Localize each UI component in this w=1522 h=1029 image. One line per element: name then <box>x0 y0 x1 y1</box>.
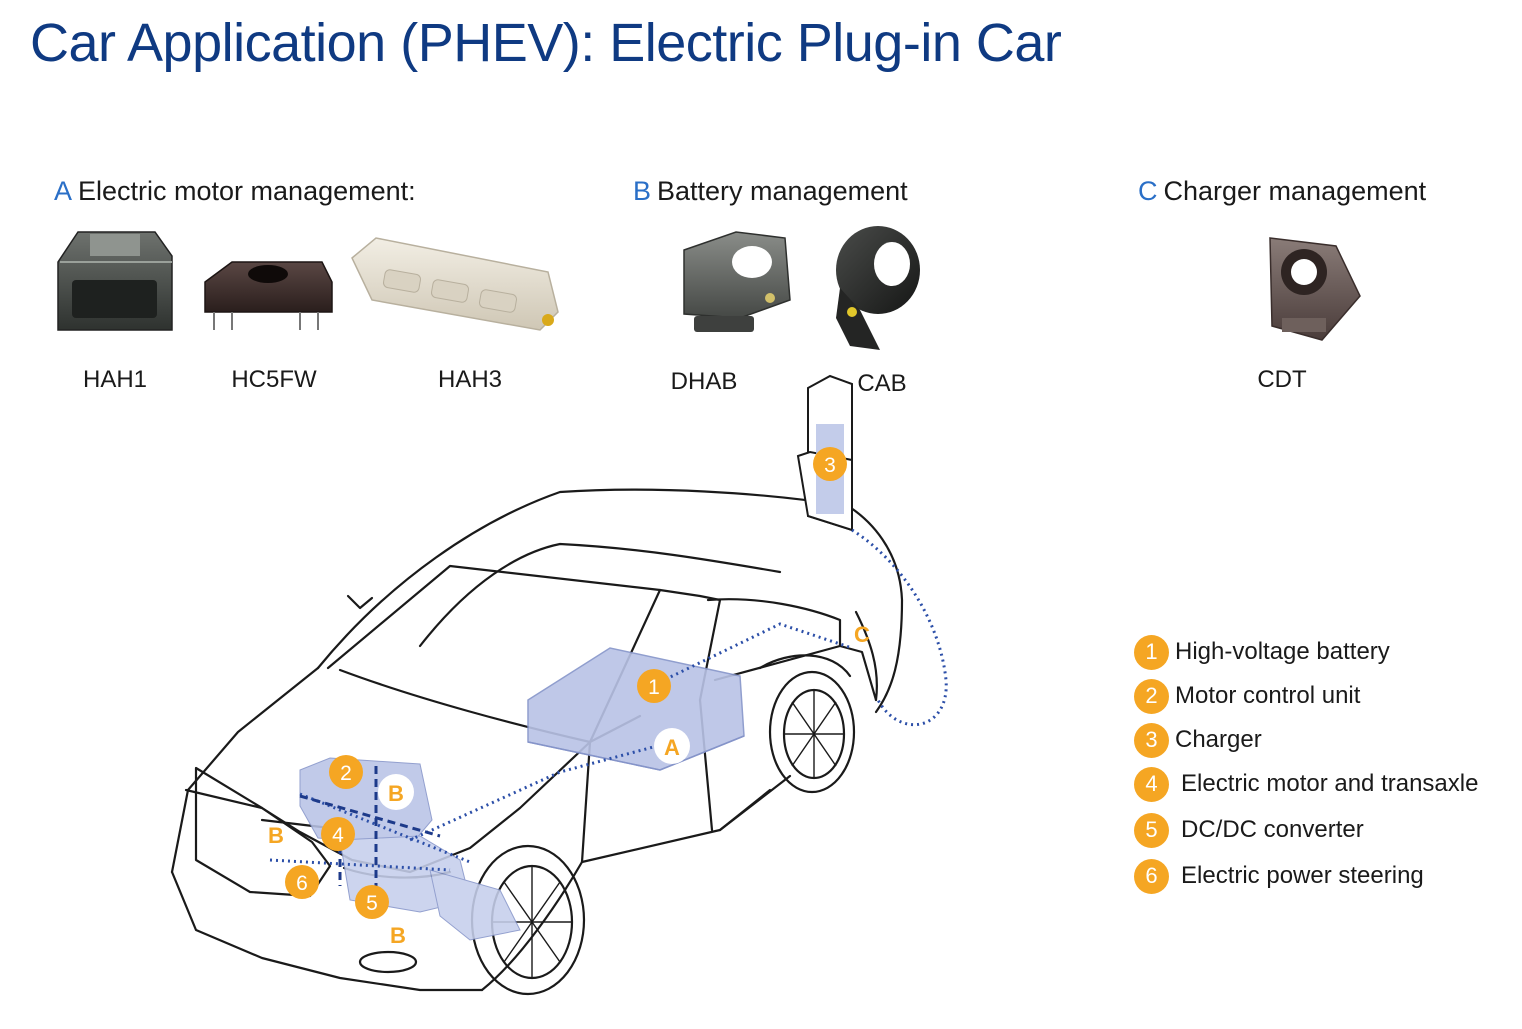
section-label: Battery management <box>657 176 908 206</box>
svg-text:5: 5 <box>366 892 378 915</box>
legend-number-badge: 1 <box>1134 634 1169 670</box>
section-letter: B <box>633 176 652 206</box>
legend-number-badge: 2 <box>1134 678 1169 714</box>
svg-text:2: 2 <box>340 762 352 785</box>
page-title: Car Application (PHEV): Electric Plug-in… <box>30 13 1062 73</box>
svg-text:6: 6 <box>296 872 308 895</box>
legend-number-badge: 3 <box>1134 722 1169 758</box>
section-label: Electric motor management: <box>78 176 416 206</box>
hv-battery-shape <box>527 647 745 771</box>
cab-sensor-image <box>836 226 920 350</box>
legend-label: Electric power steering <box>1181 862 1424 889</box>
cdt-sensor-image <box>1269 237 1361 341</box>
marker-b-bottom: B <box>390 923 406 948</box>
marker-b-left: B <box>268 823 284 848</box>
product-label-cdt: CDT <box>1257 366 1307 393</box>
product-label-dhab: DHAB <box>670 368 738 395</box>
legend-item: 5 DC/DC converter <box>1134 812 1364 848</box>
section-letter: A <box>54 176 73 206</box>
marker-b-motor-unit: B <box>378 774 414 810</box>
svg-text:4: 4 <box>332 824 344 847</box>
legend-label: High-voltage battery <box>1175 638 1390 665</box>
product-label-hah1: HAH1 <box>82 366 148 393</box>
product-label-hah3: HAH3 <box>437 366 503 393</box>
wiring-dashed <box>299 766 441 900</box>
legend-item: 6 Electric power steering <box>1134 858 1424 894</box>
marker-6: 6 <box>285 865 319 899</box>
svg-text:A: A <box>664 735 680 760</box>
legend-item: 4 Electric motor and transaxle <box>1134 766 1478 802</box>
marker-a: A <box>654 728 690 764</box>
section-label: Charger management <box>1163 176 1427 206</box>
product-label-cab: CAB <box>857 370 907 397</box>
marker-1: 1 <box>637 669 671 703</box>
hah3-sensor-image <box>351 237 559 331</box>
legend-number-badge: 6 <box>1134 858 1169 894</box>
marker-5: 5 <box>355 885 389 919</box>
legend-number-badge: 4 <box>1134 766 1169 802</box>
dhab-sensor-image <box>683 231 791 332</box>
hc5fw-sensor-image <box>204 261 333 330</box>
legend-number-badge: 5 <box>1134 812 1169 848</box>
legend-label: Charger <box>1175 726 1262 753</box>
legend-label: Motor control unit <box>1175 682 1361 709</box>
hah1-sensor-image <box>57 231 173 331</box>
product-label-hc5fw: HC5FW <box>231 366 317 393</box>
legend-label: DC/DC converter <box>1181 816 1364 843</box>
section-letter: C <box>1138 176 1158 206</box>
svg-text:3: 3 <box>824 454 836 477</box>
svg-text:B: B <box>388 781 404 806</box>
marker-c: C <box>854 622 870 647</box>
marker-3: 3 <box>813 447 847 481</box>
legend-label: Electric motor and transaxle <box>1181 770 1479 797</box>
wheel-spokes <box>492 690 844 978</box>
marker-4: 4 <box>321 817 355 851</box>
svg-text:1: 1 <box>648 676 660 699</box>
marker-2: 2 <box>329 755 363 789</box>
